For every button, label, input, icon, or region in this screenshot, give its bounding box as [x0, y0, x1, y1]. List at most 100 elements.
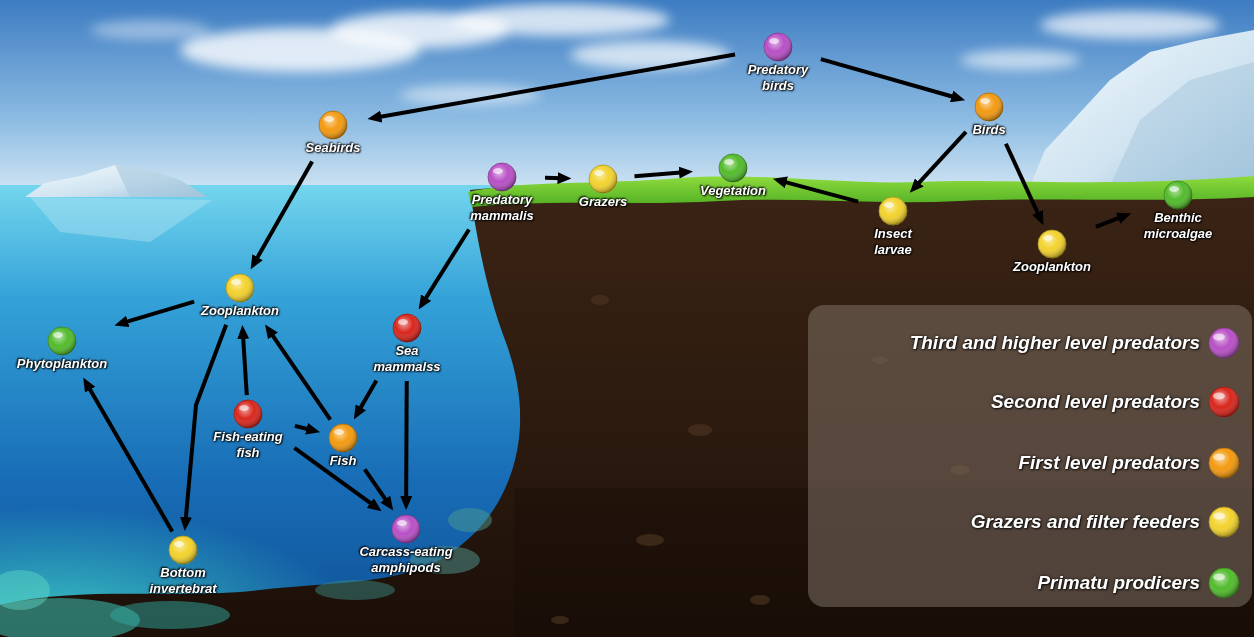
legend-swatch — [1208, 567, 1240, 599]
legend-swatch-gloss — [1213, 393, 1225, 400]
species-node: Vegetation — [696, 152, 770, 202]
label-holder: Sea mammalss — [367, 312, 447, 375]
species-dot-shade — [319, 111, 347, 139]
legend-swatch-fill — [1209, 507, 1239, 537]
species-dot — [317, 109, 349, 141]
species-label: Phytoplankton — [13, 356, 112, 372]
label-holder: Zooplankton — [1009, 228, 1095, 275]
food-arrow — [404, 381, 409, 501]
species-dot — [1162, 179, 1194, 211]
species-dot — [327, 422, 359, 454]
species-dot — [390, 513, 422, 545]
legend-swatch-gloss — [1213, 454, 1225, 461]
species-dot-fill — [589, 165, 617, 193]
species-dot-gloss — [231, 279, 241, 285]
species-dot-gloss — [334, 429, 344, 435]
legend-row: Primatu prodicers — [812, 567, 1252, 599]
legend-swatch — [1208, 506, 1240, 538]
label-holder: Seabirds — [302, 109, 365, 156]
legend-swatch-shade — [1209, 448, 1239, 478]
species-dot-fill — [1038, 230, 1066, 258]
food-arrow — [545, 176, 563, 180]
species-dot — [717, 152, 749, 184]
legend-row: First level predators — [812, 447, 1252, 479]
iceberg — [25, 165, 207, 197]
label-holder: Benthic microalgae — [1134, 179, 1222, 242]
species-label: Benthic microalgae — [1138, 210, 1218, 242]
species-label: Predatory mammalis — [466, 192, 538, 224]
species-dot-gloss — [594, 170, 604, 176]
label-holder: Zooplankton — [197, 272, 283, 319]
species-label: Predatory birds — [742, 62, 814, 94]
species-label: Bottom invertebrat — [143, 565, 223, 597]
food-arrow — [294, 448, 374, 506]
species-dot-fill — [234, 400, 262, 428]
legend-swatch-shade — [1209, 507, 1239, 537]
species-dot-shade — [1164, 181, 1192, 209]
label-holder: Fish — [323, 422, 363, 469]
species-label: Birds — [968, 122, 1010, 138]
species-label: Seabirds — [302, 140, 365, 156]
food-arrow — [376, 55, 735, 118]
species-node: Carcass-eating amphipods — [352, 513, 460, 579]
legend-text: Second level predators — [991, 386, 1200, 418]
species-node: Insect larvae — [861, 195, 925, 261]
food-arrow — [295, 426, 311, 430]
legend-swatch-fill — [1209, 387, 1239, 417]
label-holder: Predatory mammalis — [462, 161, 542, 224]
species-label: Insect larvae — [865, 226, 921, 258]
species-label: Fish — [323, 453, 363, 469]
food-arrow — [365, 469, 388, 503]
species-dot-fill — [393, 314, 421, 342]
species-dot-gloss — [980, 98, 990, 104]
legend-row: Second level predators — [812, 386, 1252, 418]
species-node: Seabirds — [302, 109, 365, 159]
species-node: Zooplankton — [197, 272, 283, 322]
legend-row: Third and higher level predators — [812, 327, 1252, 359]
species-node: Grazers — [575, 163, 632, 213]
species-node: Predatory mammalis — [462, 161, 542, 227]
species-node: Fish — [323, 422, 363, 472]
species-dot-shade — [329, 424, 357, 452]
food-arrow — [88, 385, 173, 531]
label-holder: Carcass-eating amphipods — [352, 513, 460, 576]
food-arrow — [186, 325, 227, 522]
food-arrow — [634, 172, 684, 176]
species-dot-shade — [226, 274, 254, 302]
species-dot — [167, 534, 199, 566]
species-dot-gloss — [884, 202, 894, 208]
iceberg-shade — [1110, 62, 1254, 186]
species-node: Predatory birds — [738, 31, 818, 97]
species-dot-fill — [719, 154, 747, 182]
species-dot-fill — [48, 327, 76, 355]
sky — [0, 0, 1254, 200]
label-holder: Fish-eating fish — [204, 398, 292, 461]
legend-swatch-gloss — [1213, 334, 1225, 341]
species-label: Sea mammalss — [371, 343, 443, 375]
species-dot-gloss — [239, 405, 249, 411]
species-dot-gloss — [397, 520, 407, 526]
species-dot-fill — [169, 536, 197, 564]
species-node: Birds — [968, 91, 1010, 141]
species-label: Vegetation — [696, 183, 770, 199]
species-label: Zooplankton — [1009, 259, 1095, 275]
food-arrow — [916, 132, 966, 186]
legend-swatch-gloss — [1213, 513, 1225, 520]
species-dot-shade — [234, 400, 262, 428]
species-dot-gloss — [724, 159, 734, 165]
species-dot-shade — [169, 536, 197, 564]
species-dot-shade — [392, 515, 420, 543]
species-label: Carcass-eating amphipods — [356, 544, 456, 576]
iceberg-underwater — [30, 197, 212, 242]
species-dot-shade — [1038, 230, 1066, 258]
species-dot-gloss — [769, 38, 779, 44]
species-dot — [46, 325, 78, 357]
legend-swatch — [1208, 447, 1240, 479]
species-dot-gloss — [493, 168, 503, 174]
species-label: Fish-eating fish — [208, 429, 288, 461]
label-holder: Vegetation — [696, 152, 770, 199]
species-dot — [1036, 228, 1068, 260]
species-dot-shade — [975, 93, 1003, 121]
